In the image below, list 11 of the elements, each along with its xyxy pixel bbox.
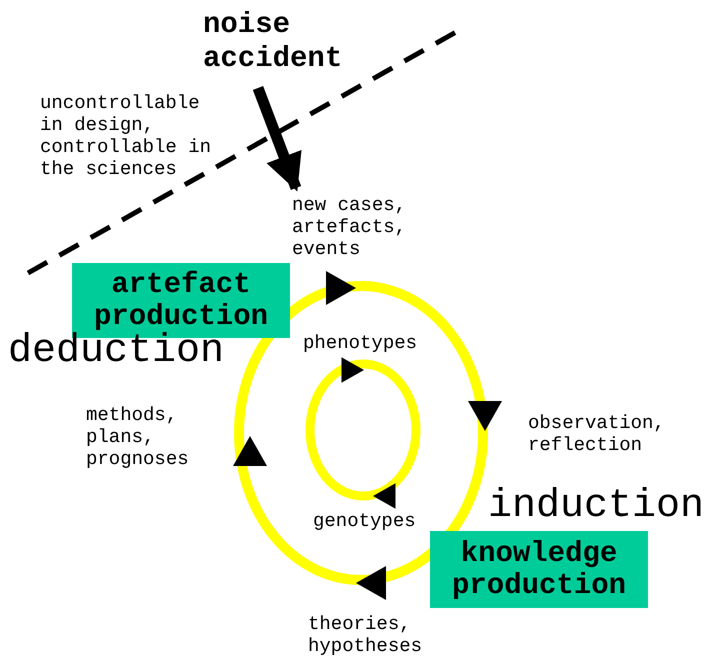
outcome-label: new cases, artefacts, events: [292, 194, 432, 260]
note-text: uncontrollable in design, controllable in the sciences: [40, 92, 212, 180]
stage-text: theories, hypotheses: [308, 613, 424, 656]
stage-text: observation, reflection: [528, 412, 666, 456]
stage-text: methods, plans, prognoses: [86, 404, 190, 470]
loop-label: phenotypes: [303, 332, 418, 354]
cause-label: noise accident: [203, 8, 363, 76]
arrow: [252, 86, 302, 192]
stage-label: induction: [488, 485, 704, 529]
loop-label: genotypes: [313, 510, 416, 532]
process-box: knowledge production: [430, 531, 648, 608]
